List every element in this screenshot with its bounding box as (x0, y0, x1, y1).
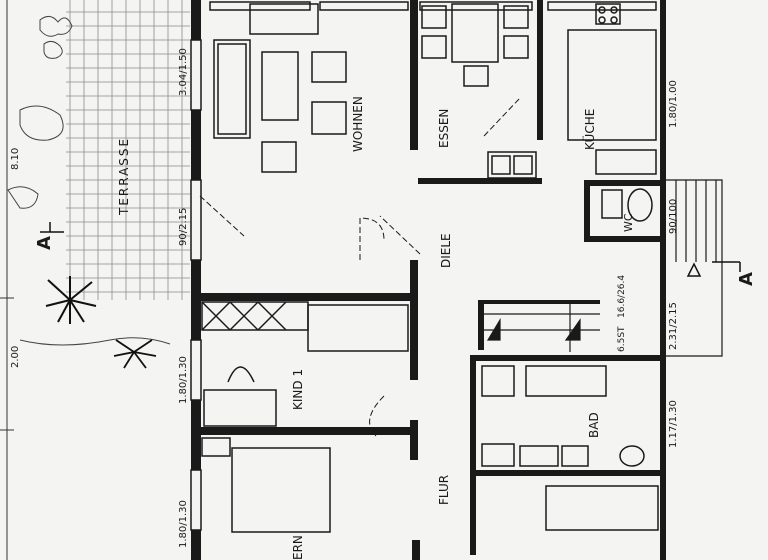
kind1-window-dim: 1.80/1.30 (178, 356, 189, 404)
section-marker-right (686, 261, 741, 277)
living-furniture (213, 3, 347, 173)
west-windows (190, 39, 202, 531)
shrub-icon (113, 339, 157, 369)
kueche-label: KÜCHE (581, 109, 597, 150)
diele-label: DIELE (439, 233, 453, 268)
tree-icon (45, 276, 97, 324)
garden-plants (7, 16, 171, 346)
terrace-grid (66, 0, 190, 300)
eltern-furniture (201, 437, 659, 533)
essen-label: ESSEN (437, 109, 451, 148)
north-windows (209, 1, 657, 11)
bathroom-fittings (481, 365, 645, 467)
flur-label: FLUR (437, 475, 451, 505)
wohnen-window-dim: 3.04/1.50 (178, 48, 189, 96)
eltern-label-partial: ERN (291, 535, 305, 560)
section-label-right: A (736, 272, 757, 286)
stair-right-label: 16.6/26.4 (617, 275, 627, 318)
terrasse-label: TERRASSE (117, 137, 131, 216)
door-swings (199, 97, 521, 437)
section-marker-left (40, 222, 64, 233)
terrasse-door-dim: 90/2.15 (178, 208, 189, 246)
interior-stair (484, 304, 600, 352)
left-dimension-line (0, 0, 14, 560)
walls (191, 0, 666, 560)
wc-fittings (601, 188, 653, 222)
section-label-left: A (34, 236, 55, 250)
bad-label: BAD (587, 412, 601, 438)
wohnen-label: WOHNEN (351, 96, 365, 152)
kind1-label: KIND 1 (291, 369, 305, 410)
bad-window-dim: 1.17/1.30 (668, 400, 679, 448)
kueche-window-dim: 1.80/1.00 (668, 80, 679, 128)
left-dim-label-2: 2.00 (10, 346, 21, 368)
stair-left-label: 6.5ST (617, 326, 627, 352)
stair-door-dim: 2.31/2.15 (668, 302, 679, 350)
kind1-furniture (201, 301, 409, 427)
wc-window-dim: 90/100 (668, 199, 679, 234)
kitchen-fittings (487, 3, 657, 179)
exterior-stairs (666, 179, 723, 357)
wc-label: WC (622, 213, 635, 232)
dining-furniture (421, 3, 529, 87)
eltern-window-dim: 1.80/1.30 (178, 500, 189, 548)
left-dim-label-1: 8.10 (10, 148, 21, 170)
